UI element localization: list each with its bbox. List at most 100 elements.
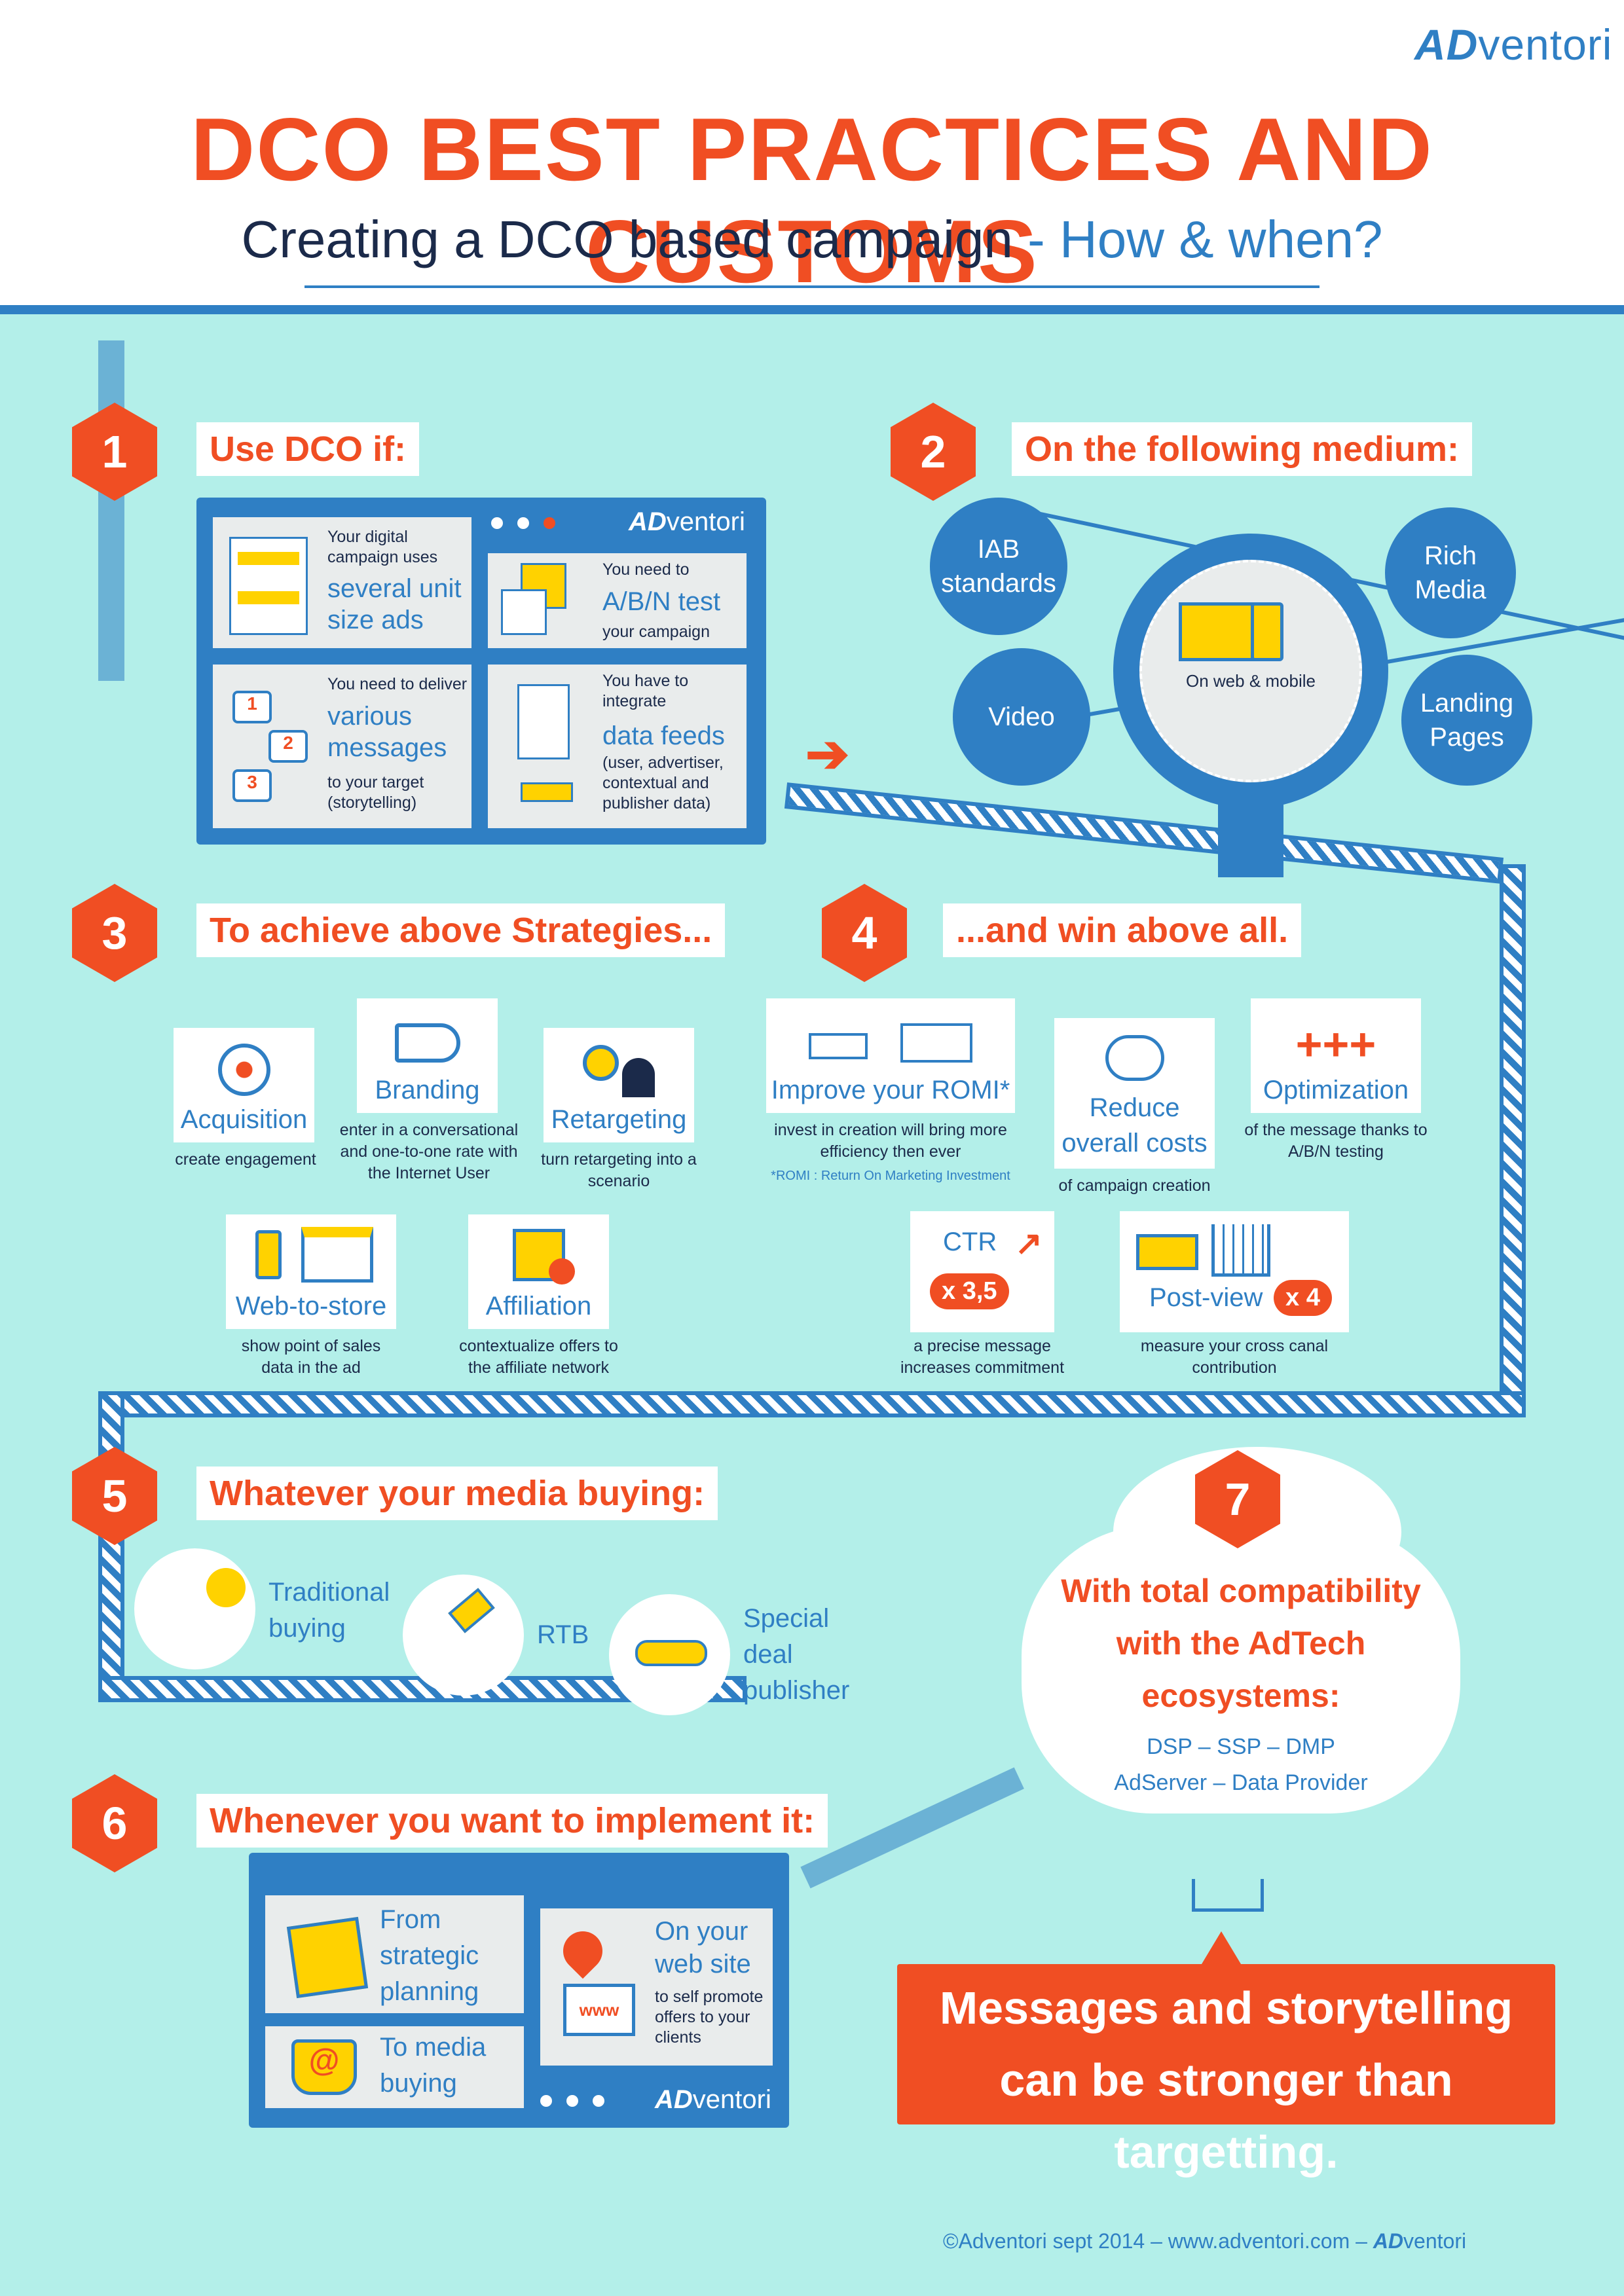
target-icon bbox=[217, 1044, 270, 1096]
step-4-label: ...and win above all. bbox=[943, 903, 1302, 957]
feed-funnel-icon bbox=[521, 782, 573, 802]
buying-rtb: RTB bbox=[537, 1620, 589, 1649]
cloud-stand-icon bbox=[1192, 1879, 1264, 1912]
message-bubble-icon: 2 bbox=[268, 730, 308, 763]
cart-icon bbox=[1211, 1224, 1270, 1277]
buying-special-deal: Special deal publisher bbox=[743, 1604, 850, 1705]
step-2-label: On the following medium: bbox=[1012, 422, 1472, 476]
step-4-badge: 4 bbox=[822, 884, 907, 982]
panel-logo: ADventori bbox=[655, 2085, 771, 2114]
step-1-badge: 1 bbox=[72, 403, 157, 501]
card-text-large: several unit size ads bbox=[327, 574, 462, 634]
medium-iab: IAB standards bbox=[930, 498, 1067, 635]
money-icon bbox=[809, 1023, 972, 1063]
strategy-name: Retargeting bbox=[551, 1105, 687, 1134]
pipe-band bbox=[1500, 864, 1526, 1414]
subtitle-underline bbox=[304, 285, 1320, 288]
strategy-name: Branding bbox=[375, 1076, 480, 1104]
strategy-acquisition: Acquisition bbox=[174, 1028, 314, 1142]
postview-label: Post-view bbox=[1149, 1283, 1263, 1312]
medium-landing-pages: Landing Pages bbox=[1401, 655, 1532, 786]
postview-badge: x 4 bbox=[1274, 1280, 1332, 1316]
window-dot bbox=[544, 517, 555, 529]
step-5-label: Whatever your media buying: bbox=[196, 1467, 718, 1520]
closing-banner: Messages and storytelling can be stronge… bbox=[897, 1964, 1555, 2178]
phone-hand-icon bbox=[134, 1548, 255, 1669]
implement-web-small: to self promote offers to your clients bbox=[655, 1988, 764, 2047]
win-romi: Improve your ROMI* bbox=[766, 998, 1015, 1113]
implement-strategic: From strategic planning bbox=[380, 1905, 479, 2006]
brand-logo: ADventori bbox=[1414, 20, 1613, 69]
medium-hub-inner bbox=[1139, 560, 1362, 782]
strategy-caption: contextualize offers to the affiliate ne… bbox=[459, 1337, 618, 1377]
auction-hammer-icon bbox=[403, 1575, 524, 1696]
compat-line: with the AdTech bbox=[1116, 1625, 1366, 1662]
compat-ecosystem: DSP – SSP – DMP bbox=[1147, 1734, 1335, 1759]
card-text-small: Your digital campaign uses bbox=[327, 528, 438, 566]
arrow-right-icon: ➔ bbox=[805, 725, 850, 783]
pipe-band bbox=[98, 1391, 1526, 1417]
compat-line: With total compatibility bbox=[1061, 1573, 1421, 1609]
piggy-bank-icon bbox=[1105, 1035, 1164, 1081]
mobile-icon bbox=[1251, 602, 1283, 661]
win-reduce-costs: Reduce overall costs bbox=[1054, 1018, 1215, 1169]
win-name: Improve your ROMI* bbox=[771, 1076, 1010, 1104]
plus-icon: +++ bbox=[1295, 1019, 1376, 1070]
win-caption: a precise message increases commitment bbox=[900, 1337, 1065, 1377]
win-ctr bbox=[910, 1211, 1054, 1332]
page-subtitle: Creating a DCO based campaign - How & wh… bbox=[241, 210, 1383, 268]
window-dot bbox=[517, 517, 529, 529]
strategy-name: Affiliation bbox=[485, 1292, 592, 1321]
card-text-large: A/B/N test bbox=[602, 587, 721, 616]
card-text-small: You have to integrate bbox=[602, 672, 689, 710]
step-2-badge: 2 bbox=[891, 403, 976, 501]
medium-video: Video bbox=[953, 648, 1090, 786]
search-person-icon bbox=[583, 1045, 655, 1097]
strategy-caption: turn retargeting into a scenario bbox=[541, 1150, 697, 1190]
panel-logo: ADventori bbox=[629, 507, 745, 536]
coin-icon bbox=[206, 1568, 246, 1607]
strategy-caption: create engagement bbox=[175, 1150, 316, 1169]
step-6-badge: 6 bbox=[72, 1774, 157, 1872]
window-dot bbox=[491, 517, 503, 529]
window-dot bbox=[540, 2095, 552, 2107]
pipe-band bbox=[98, 1391, 124, 1699]
step-3-badge: 3 bbox=[72, 884, 157, 982]
win-name: Reduce overall costs bbox=[1061, 1093, 1208, 1157]
implement-web-large: On your web site bbox=[655, 1917, 751, 1978]
strategy-branding: Branding bbox=[357, 998, 498, 1113]
strategy-name: Web-to-store bbox=[235, 1292, 387, 1321]
implement-media: To media buying bbox=[380, 2033, 487, 2098]
calendar-icon bbox=[286, 1916, 369, 1999]
strategy-web-to-store: Web-to-store bbox=[226, 1214, 396, 1329]
card-text-small: You need to bbox=[602, 560, 690, 579]
win-caption: measure your cross canal contribution bbox=[1140, 1337, 1329, 1377]
arrow-up-right-icon: ↗ bbox=[1015, 1225, 1043, 1262]
message-bubble-icon: 3 bbox=[232, 769, 272, 802]
strategy-retargeting: Retargeting bbox=[544, 1028, 694, 1142]
card-text-small: You need to deliver bbox=[327, 675, 468, 693]
ctr-badge: x 3,5 bbox=[930, 1273, 1009, 1309]
card-text-small: (user, advertiser, contextual and publis… bbox=[602, 754, 724, 812]
strategy-affiliation: Affiliation bbox=[468, 1214, 609, 1329]
window-dot bbox=[566, 2095, 578, 2107]
win-caption: of campaign creation bbox=[1058, 1176, 1211, 1195]
card-text-large: various messages bbox=[327, 702, 447, 762]
card-text-small: your campaign bbox=[602, 623, 710, 641]
megaphone-icon bbox=[394, 1023, 460, 1063]
strategy-caption: show point of sales data in the ad bbox=[241, 1337, 381, 1377]
medium-rich-media: Rich Media bbox=[1385, 507, 1516, 638]
handshake-shape bbox=[635, 1640, 707, 1666]
banner-line: can be stronger than targetting. bbox=[999, 2054, 1453, 2178]
page-title: DCO BEST PRACTICES AND CUSTOMS bbox=[191, 100, 1433, 301]
header bbox=[0, 0, 1624, 314]
step-6-label: Whenever you want to implement it: bbox=[196, 1794, 828, 1848]
ctr-label: CTR bbox=[943, 1228, 997, 1256]
pipe-band bbox=[784, 782, 1504, 884]
wallet-icon: @ bbox=[291, 2039, 357, 2095]
message-bubble-icon: 1 bbox=[232, 691, 272, 723]
romi-footnote: *ROMI : Return On Marketing Investment bbox=[771, 1169, 1010, 1183]
screen-icon bbox=[1136, 1234, 1198, 1270]
footer: ©Adventori sept 2014 – www.adventori.com… bbox=[943, 2229, 1467, 2253]
window-dot bbox=[593, 2095, 604, 2107]
